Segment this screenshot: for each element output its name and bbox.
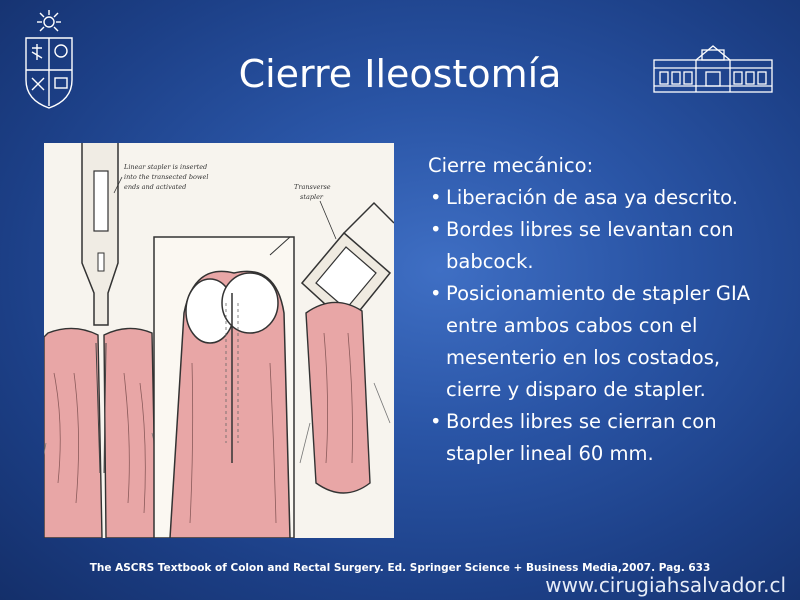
bullet-item: Bordes libres se levantan con babcock. — [428, 214, 778, 278]
bullet-item: Posicionamiento de stapler GIA entre amb… — [428, 278, 778, 406]
bullet-item: Bordes libres se cierran con stapler lin… — [428, 406, 778, 470]
university-crest-icon — [18, 8, 80, 112]
website-url: www.cirugiahsalvador.cl — [545, 573, 786, 597]
hospital-building-icon — [652, 42, 774, 96]
figure-label-linear: Linear stapler is inserted — [123, 163, 207, 171]
surgical-illustration: Linear stapler is inserted into the tran… — [44, 143, 394, 538]
panel-transverse-stapler: Transverse stapler — [294, 183, 394, 494]
bullet-list: Liberación de asa ya descrito. Bordes li… — [428, 182, 778, 470]
panel-inset — [153, 236, 295, 538]
panel-linear-stapler: Linear stapler is inserted into the tran… — [44, 143, 208, 538]
svg-text:into the transected bowel: into the transected bowel — [124, 173, 208, 181]
citation: The ASCRS Textbook of Colon and Rectal S… — [89, 562, 711, 574]
figure-label-transverse: Transverse — [294, 183, 331, 191]
bullet-lead: Cierre mecánico: — [428, 154, 594, 177]
svg-text:ends and activated: ends and activated — [124, 183, 186, 191]
svg-text:stapler: stapler — [300, 193, 324, 201]
bullet-list-container: Cierre mecánico: Liberación de asa ya de… — [428, 150, 778, 470]
slide-title: Cierre Ileostomía — [238, 52, 562, 96]
bullet-item: Liberación de asa ya descrito. — [428, 182, 778, 214]
